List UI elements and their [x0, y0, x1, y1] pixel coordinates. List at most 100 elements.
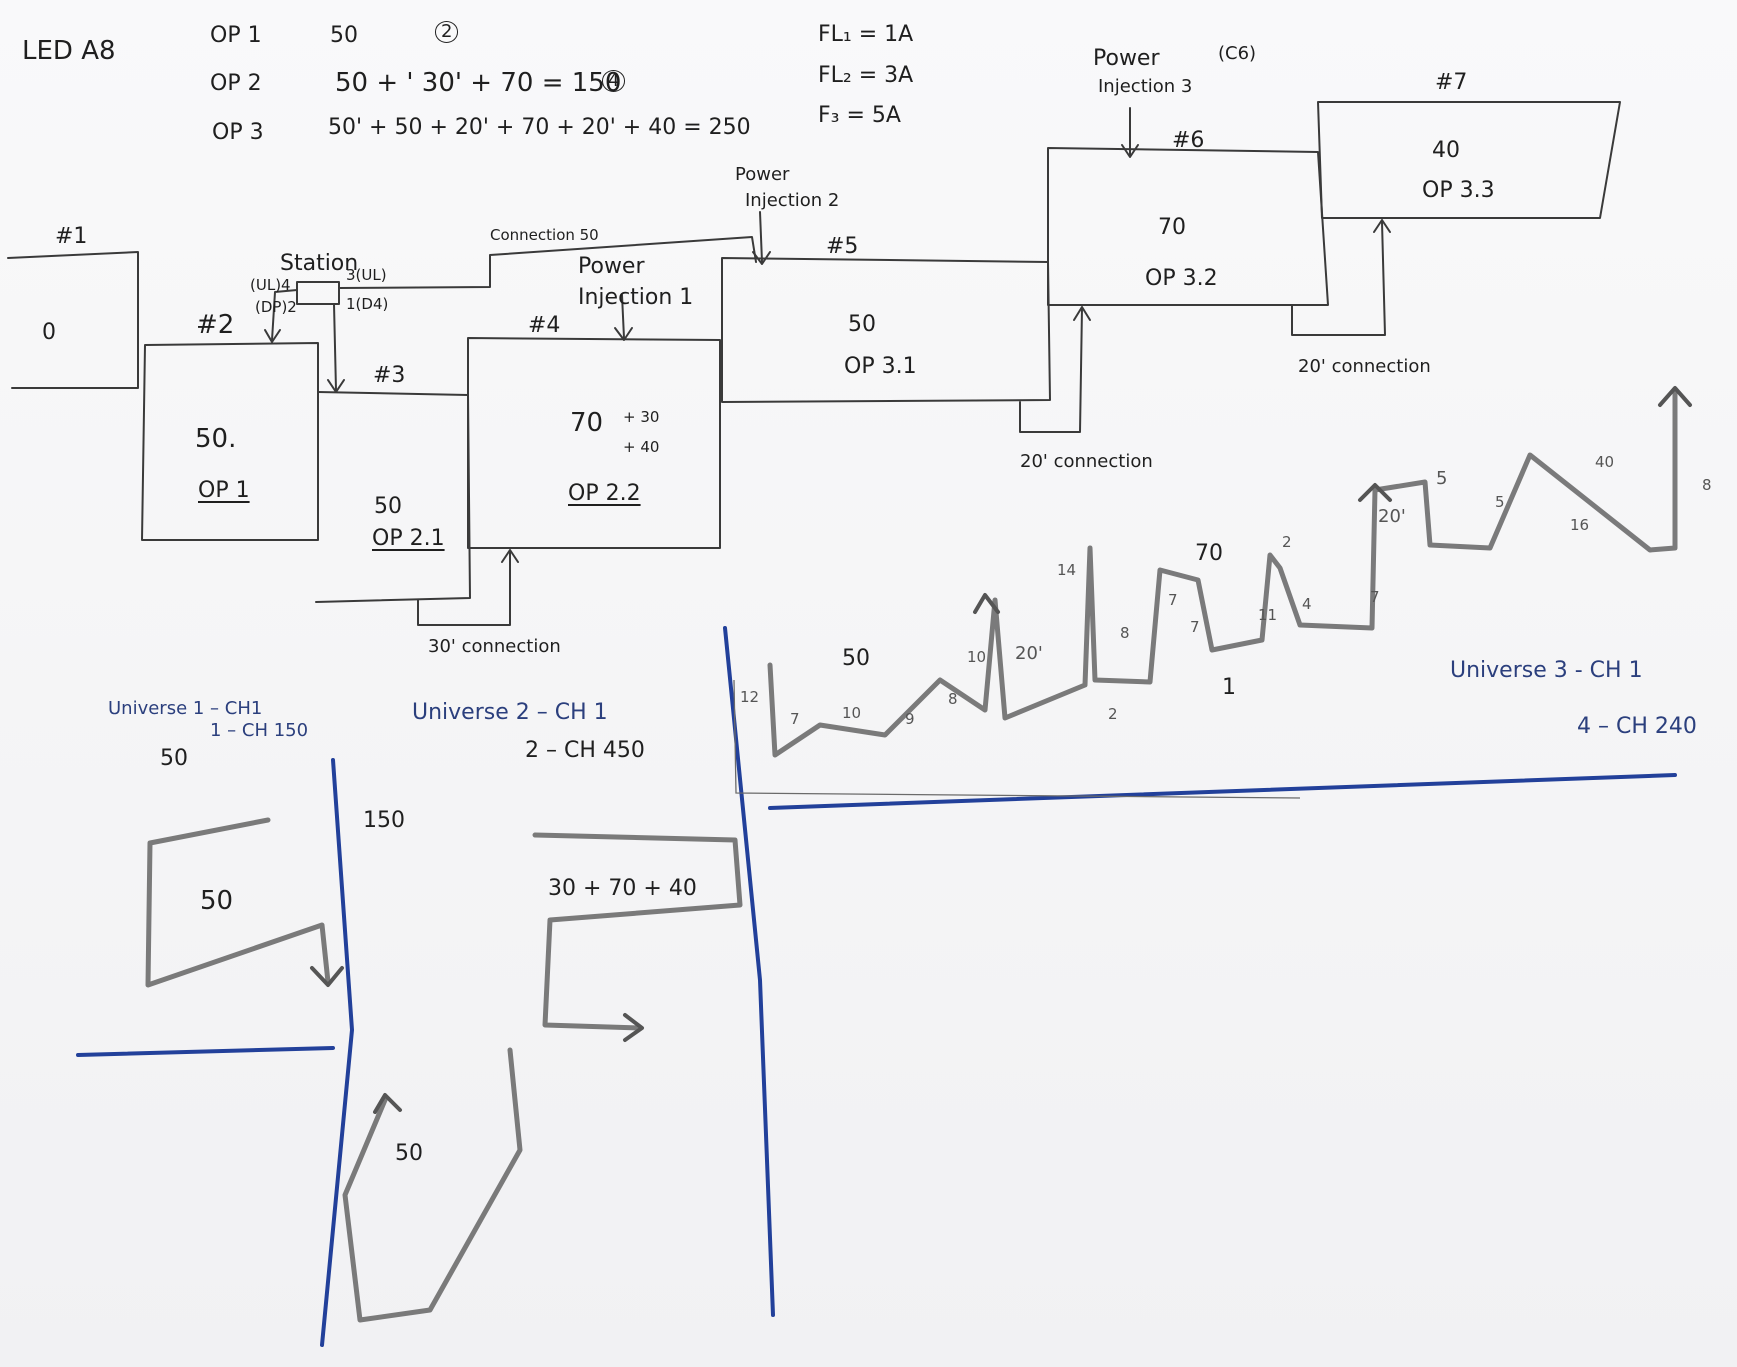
pencil-run-universe-2b [345, 1050, 520, 1320]
zigzag-label-5a: 5 [1436, 470, 1447, 488]
blue-divider-4 [770, 775, 1675, 808]
universe-1-end: 1 – CH 150 [210, 722, 308, 740]
power-injection-2-title: Power [735, 166, 789, 184]
section-id-2: #2 [196, 312, 234, 338]
station-port-ul3: 3(UL) [346, 268, 387, 283]
blue-divider-3 [725, 628, 773, 1315]
connection-20b-label: 20' connection [1298, 358, 1431, 376]
pencil-run-universe-2 [535, 835, 740, 1028]
section-op-4: OP 2.2 [568, 483, 641, 505]
power-injection-1-label: Injection 1 [578, 287, 693, 309]
power-injection-3-label: Injection 3 [1098, 78, 1192, 96]
section-value-4: 70 [570, 410, 603, 436]
section-id-6: #6 [1172, 130, 1204, 152]
zigzag-label-20b: 20' [1378, 508, 1406, 526]
section-op-7: OP 3.3 [1422, 180, 1495, 202]
zigzag-label-70: 70 [1195, 543, 1223, 565]
sketch-label-50b: 50 [395, 1143, 423, 1165]
section-id-7: #7 [1435, 72, 1467, 94]
section-op-5: OP 3.1 [844, 356, 917, 378]
section-value-2: 50. [195, 426, 236, 452]
section-id-4: #4 [528, 315, 560, 337]
universe-1-count: 50 [160, 748, 188, 770]
zigzag-label-16: 16 [1570, 518, 1589, 533]
op-1-formula: 50 [330, 25, 358, 47]
section-box-5 [722, 258, 1050, 402]
section-value-6: 70 [1158, 217, 1186, 239]
wire-20-connection-a [1020, 308, 1082, 432]
wire-station-to-3 [334, 304, 336, 390]
section-extra-4a: + 30 [623, 410, 659, 425]
section-box-4 [468, 338, 720, 548]
fuse-3: F₃ = 5A [818, 105, 901, 127]
zigzag-label-2a: 2 [1108, 707, 1118, 722]
section-value-3: 50 [374, 496, 402, 518]
station-port-ul4: (UL)4 [250, 278, 291, 293]
zigzag-label-8c: 8 [1702, 478, 1712, 493]
zigzag-label-5b: 5 [1495, 495, 1505, 510]
zigzag-label-1: 1 [1222, 677, 1236, 699]
pencil-run-universe-1 [148, 820, 328, 985]
zigzag-label-7b: 7 [1168, 593, 1178, 608]
power-injection-2-label: Injection 2 [745, 192, 839, 210]
wire-30-connection [418, 552, 510, 625]
op-3-label: OP 3 [212, 122, 264, 144]
power-injection-3-tag: (C6) [1218, 45, 1256, 63]
section-id-5: #5 [826, 236, 858, 258]
zigzag-label-14: 14 [1057, 563, 1076, 578]
op-3-formula: 50' + 50 + 20' + 70 + 20' + 40 = 250 [328, 117, 751, 139]
blue-divider-1 [78, 1048, 333, 1055]
universe-2-start: Universe 2 – CH 1 [412, 702, 608, 724]
zigzag-label-10b: 10 [967, 650, 986, 665]
wire-connection-50 [339, 237, 756, 288]
universe-3-end: 4 – CH 240 [1577, 716, 1697, 738]
station-box [297, 282, 339, 304]
wire-20-connection-b [1292, 222, 1385, 335]
zigzag-label-9: 9 [905, 712, 915, 727]
zigzag-label-11: 11 [1258, 608, 1277, 623]
universe-1-start: Universe 1 – CH1 [108, 700, 262, 718]
zigzag-label-12: 12 [740, 690, 759, 705]
section-box-1 [8, 252, 138, 388]
section-value-1: 0 [42, 322, 56, 344]
section-op-3: OP 2.1 [372, 528, 445, 550]
station-port-dp2: (DP)2 [255, 300, 297, 315]
section-value-7: 40 [1432, 140, 1460, 162]
zigzag-label-40: 40 [1595, 455, 1614, 470]
pencil-run-universe-3 [770, 390, 1675, 755]
sketch-label-sum: 30 + 70 + 40 [548, 878, 697, 900]
blue-divider-2 [322, 760, 352, 1345]
op-2-formula: 50 + ' 30' + 70 = 150 [335, 70, 621, 96]
universe-2-end: 2 – CH 450 [525, 740, 645, 762]
power-injection-3-title: Power [1093, 48, 1160, 70]
page-title: LED A8 [22, 38, 116, 64]
zigzag-label-20a: 20' [1015, 645, 1043, 663]
section-id-3: #3 [373, 365, 405, 387]
zigzag-label-7d: 7 [1370, 590, 1380, 605]
sketch-label-150: 150 [363, 810, 405, 832]
zigzag-label-8b: 8 [1120, 626, 1130, 641]
op-2-label: OP 2 [210, 73, 262, 95]
section-extra-4b: + 40 [623, 440, 659, 455]
section-id-1: #1 [55, 226, 87, 248]
section-value-5: 50 [848, 314, 876, 336]
op-1-label: OP 1 [210, 25, 262, 47]
fuse-1: FL₁ = 1A [818, 24, 913, 46]
universe-3-start: Universe 3 - CH 1 [1450, 660, 1643, 682]
connection-20a-label: 20' connection [1020, 453, 1153, 471]
section-op-2: OP 1 [198, 480, 250, 502]
station-port-d1: 1(D4) [346, 297, 388, 312]
zigzag-label-50: 50 [842, 648, 870, 670]
sketch-label-50a: 50 [200, 888, 233, 914]
section-op-6: OP 3.2 [1145, 268, 1218, 290]
zigzag-label-10a: 10 [842, 706, 861, 721]
zigzag-label-8a: 8 [948, 692, 958, 707]
connection-50-label: Connection 50 [490, 228, 599, 243]
zigzag-label-7c: 7 [1190, 620, 1200, 635]
connection-30-label: 30' connection [428, 638, 561, 656]
zigzag-label-2b: 2 [1282, 535, 1292, 550]
zigzag-label-7a: 7 [790, 712, 800, 727]
power-injection-1-title: Power [578, 256, 645, 278]
